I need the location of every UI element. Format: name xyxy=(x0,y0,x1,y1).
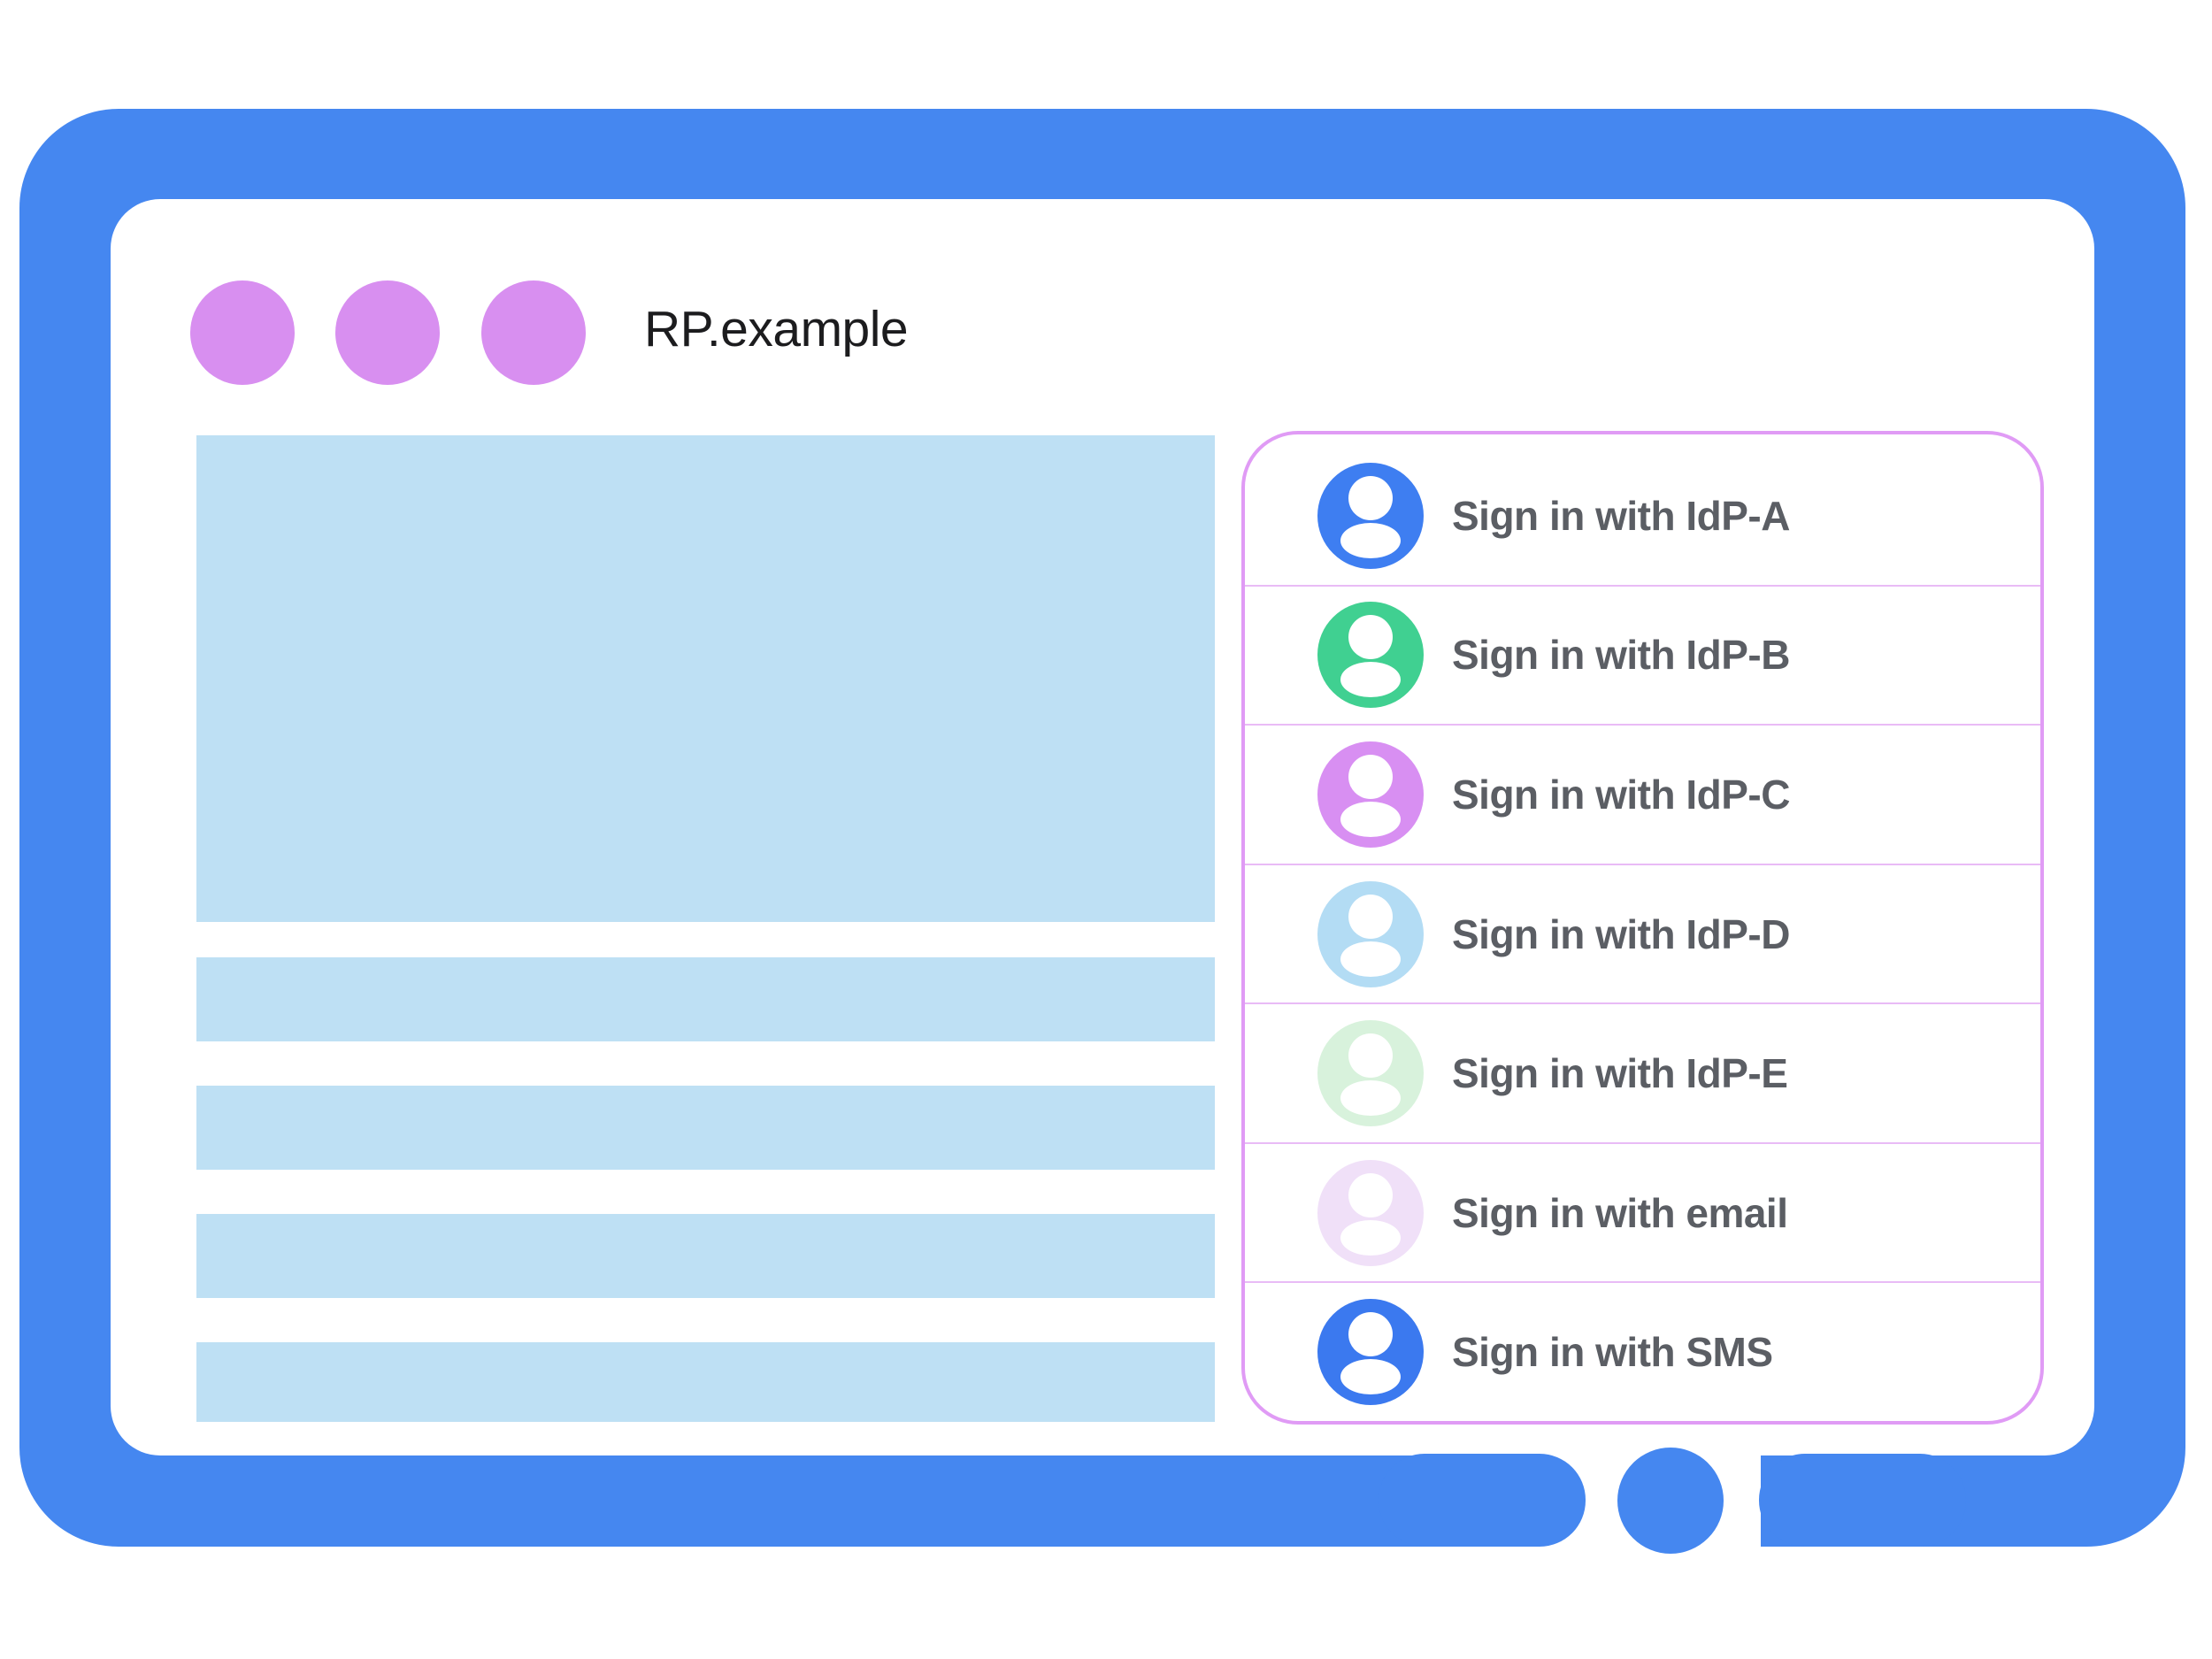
content-placeholder-line xyxy=(196,1342,1215,1422)
signin-chooser-panel: Sign in with IdP-A Sign in with IdP-B Si… xyxy=(1241,431,2044,1425)
person-avatar-icon xyxy=(1317,880,1424,987)
content-placeholder-hero xyxy=(196,435,1215,922)
signin-option-label: Sign in with IdP-A xyxy=(1452,492,1790,539)
signin-option-label: Sign in with IdP-B xyxy=(1452,632,1790,679)
signin-option-email[interactable]: Sign in with email xyxy=(1245,1141,2040,1282)
person-avatar-icon xyxy=(1317,602,1424,709)
window-control-dot[interactable] xyxy=(481,280,586,385)
content-placeholder-line xyxy=(196,1086,1215,1170)
signin-option-idp-d[interactable]: Sign in with IdP-D xyxy=(1245,863,2040,1003)
signin-option-idp-c[interactable]: Sign in with IdP-C xyxy=(1245,724,2040,864)
frame-bottom-cap-left xyxy=(1379,1454,1586,1547)
signin-option-idp-e[interactable]: Sign in with IdP-E xyxy=(1245,1002,2040,1142)
person-avatar-icon xyxy=(1317,1159,1424,1266)
person-avatar-icon xyxy=(1317,1020,1424,1127)
window-control-dot[interactable] xyxy=(335,280,440,385)
signin-option-label: Sign in with IdP-E xyxy=(1452,1050,1788,1097)
home-button xyxy=(1617,1448,1724,1554)
signin-option-idp-b[interactable]: Sign in with IdP-B xyxy=(1245,584,2040,725)
signin-option-sms[interactable]: Sign in with SMS xyxy=(1245,1281,2040,1421)
window-control-dot[interactable] xyxy=(190,280,295,385)
person-avatar-icon xyxy=(1317,741,1424,848)
frame-bottom-cap-right xyxy=(1759,1454,1966,1547)
signin-option-label: Sign in with SMS xyxy=(1452,1329,1773,1376)
page-title: RP.example xyxy=(644,301,909,357)
signin-option-label: Sign in with IdP-D xyxy=(1452,910,1790,957)
signin-option-label: Sign in with IdP-C xyxy=(1452,771,1790,818)
person-avatar-icon xyxy=(1317,1299,1424,1406)
signin-option-idp-a[interactable]: Sign in with IdP-A xyxy=(1245,447,2040,585)
signin-option-label: Sign in with email xyxy=(1452,1189,1788,1236)
content-placeholder-line xyxy=(196,1214,1215,1298)
person-avatar-icon xyxy=(1317,462,1424,569)
content-placeholder-line xyxy=(196,957,1215,1041)
